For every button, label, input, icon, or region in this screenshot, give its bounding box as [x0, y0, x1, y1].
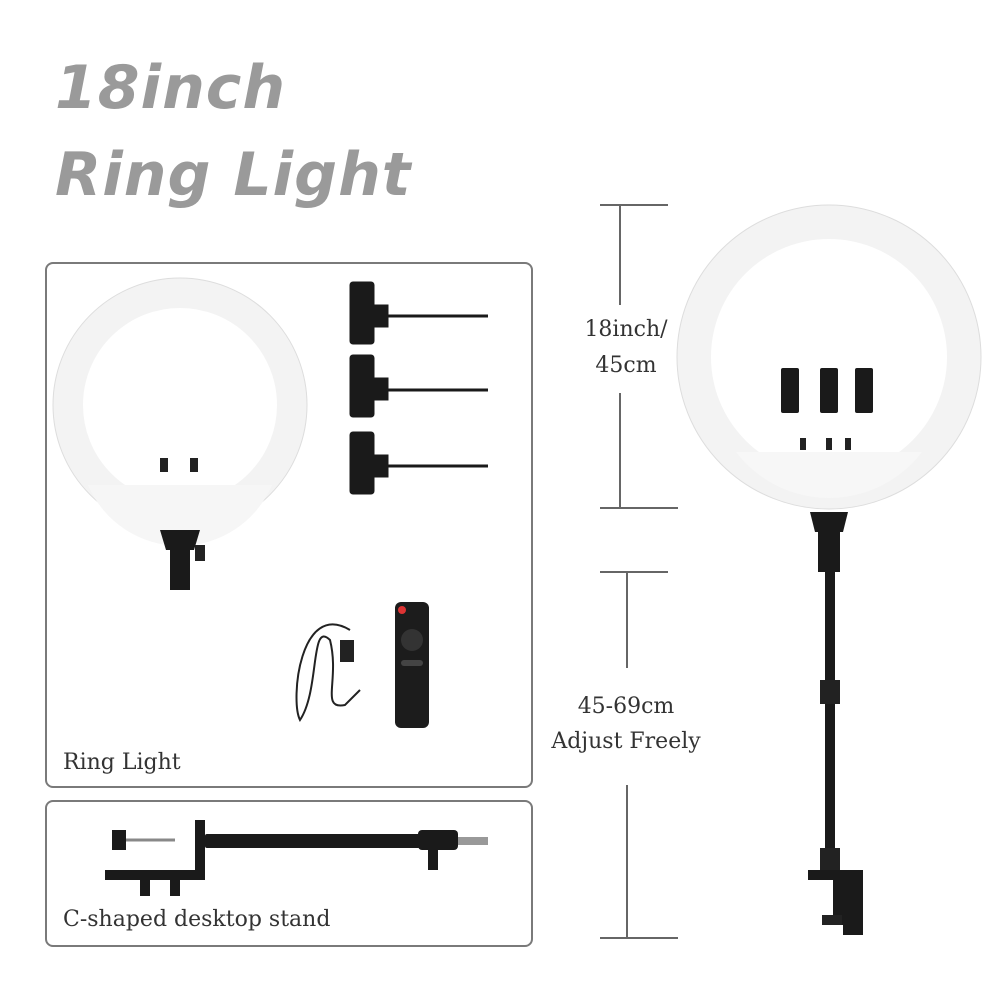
title-line1: 18inch — [55, 53, 287, 123]
remote-control — [395, 602, 429, 728]
desktop-stand-image — [105, 820, 488, 896]
height-line1: 45-69cm — [577, 694, 675, 719]
height-line2: Adjust Freely — [551, 729, 701, 754]
diameter-line1: 18inch/ — [584, 317, 668, 342]
usb-cable — [295, 623, 361, 722]
title-line2: Ring Light — [55, 140, 412, 210]
ring-light-label: Ring Light — [63, 750, 181, 775]
assembled-ring-light — [676, 204, 982, 935]
ring-light-image — [52, 277, 308, 590]
phone-holders — [349, 281, 488, 495]
dimension-lines — [600, 204, 678, 939]
stand-label: C-shaped desktop stand — [63, 907, 331, 932]
diameter-line2: 45cm — [595, 353, 657, 378]
stand-box — [45, 800, 533, 947]
ring-light-box — [45, 262, 533, 788]
